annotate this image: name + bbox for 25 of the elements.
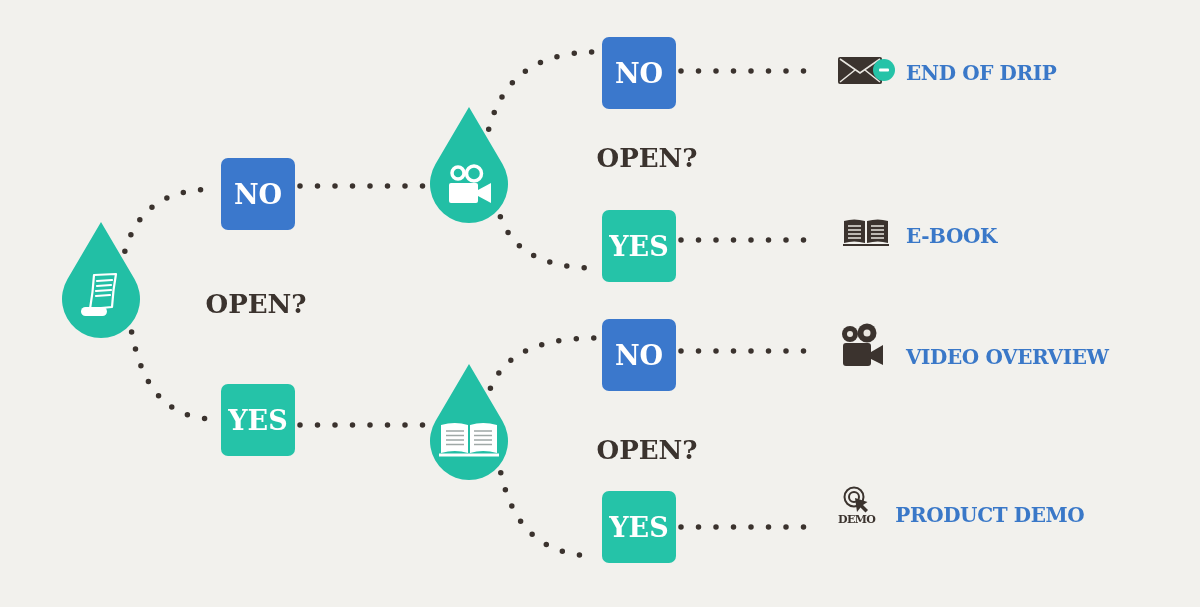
answer-label: YES: [228, 406, 288, 434]
outcome-label: VIDEO OVERVIEW: [906, 347, 1109, 367]
answer-box: [221, 384, 295, 456]
answer-label: NO: [614, 59, 664, 87]
question-label: OPEN?: [596, 145, 698, 171]
answer-label: YES: [609, 232, 669, 260]
answer-label: YES: [609, 513, 669, 541]
outcome-label: PRODUCT DEMO: [895, 505, 1085, 525]
answer-box: [602, 319, 676, 391]
answer-box: [602, 210, 676, 282]
icon-caption: DEMO: [838, 514, 876, 525]
outcome-label: END OF DRIP: [906, 63, 1057, 83]
question-label: OPEN?: [596, 437, 698, 463]
question-label: OPEN?: [205, 291, 307, 317]
drop-shape: [62, 222, 140, 338]
answer-label: NO: [614, 341, 664, 369]
answer-box: [602, 491, 676, 563]
dotted-connector: [297, 183, 428, 189]
answer-box: [602, 37, 676, 109]
drop-shape: [430, 364, 508, 480]
answer-box: [221, 158, 295, 230]
drop-shape: [430, 107, 508, 223]
answer-label: NO: [233, 180, 283, 208]
outcome-label: E-BOOK: [906, 226, 998, 246]
dotted-connector: [297, 422, 428, 428]
